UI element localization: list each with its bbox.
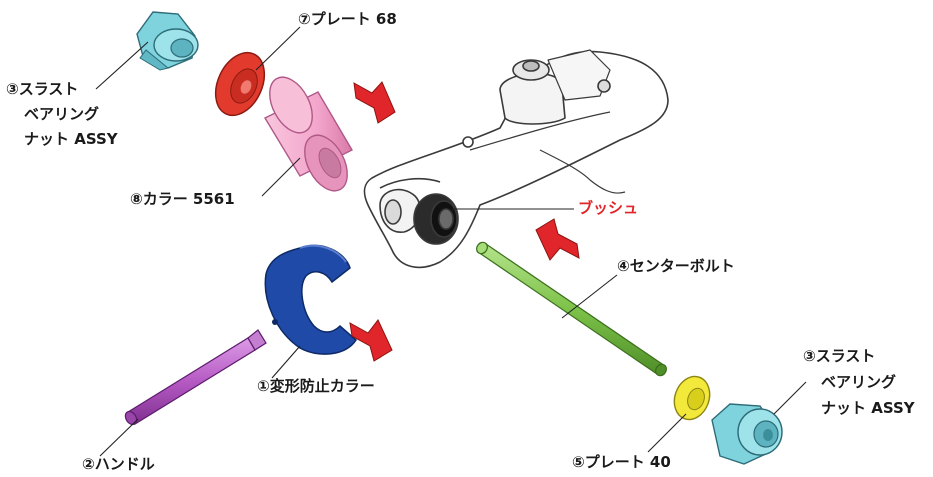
arrow-icon-middle [535,218,580,261]
label-thrust-nut-top-line2: ベアリング [24,105,100,123]
leader-line-nut-top [95,41,149,90]
label-deform-collar: ①変形防止カラー [257,377,375,395]
thrust-nut-bottom-part [711,403,783,465]
plate-68-part [214,51,266,117]
label-bush: ブッシュ [578,199,639,217]
leader-line-plate40 [647,413,687,453]
thrust-nut-top-part [136,11,199,71]
label-center-bolt: ④センターボルト [617,257,735,275]
leader-line-nut-bottom [773,381,807,415]
leader-line-handle [99,418,139,457]
arrow-icon-bottom [349,319,393,362]
label-plate-68: ⑦プレート 68 [298,10,397,28]
collar-5561-part [264,76,353,192]
handle-part [124,329,267,426]
deform-collar-part [264,244,357,355]
label-thrust-nut-bottom-line1: ③スラスト [803,347,876,365]
leader-line-bolt [561,274,618,319]
control-arm [363,49,669,269]
label-plate-40: ⑤プレート 40 [572,453,671,471]
label-collar-5561: ⑧カラー 5561 [130,190,235,208]
arrow-icon-top [353,81,396,124]
center-bolt-part [476,241,667,377]
label-thrust-nut-top-line1: ③スラスト [6,80,79,98]
label-thrust-nut-bottom-line3: ナット ASSY [821,399,915,417]
leader-line-deform-collar [271,345,301,379]
leader-line-plate68 [255,26,301,71]
plate-40-part [673,375,711,421]
label-thrust-nut-bottom-line2: ベアリング [821,373,897,391]
label-handle: ②ハンドル [82,455,155,473]
leader-line-collar [261,157,301,197]
label-thrust-nut-top-line3: ナット ASSY [24,130,118,148]
